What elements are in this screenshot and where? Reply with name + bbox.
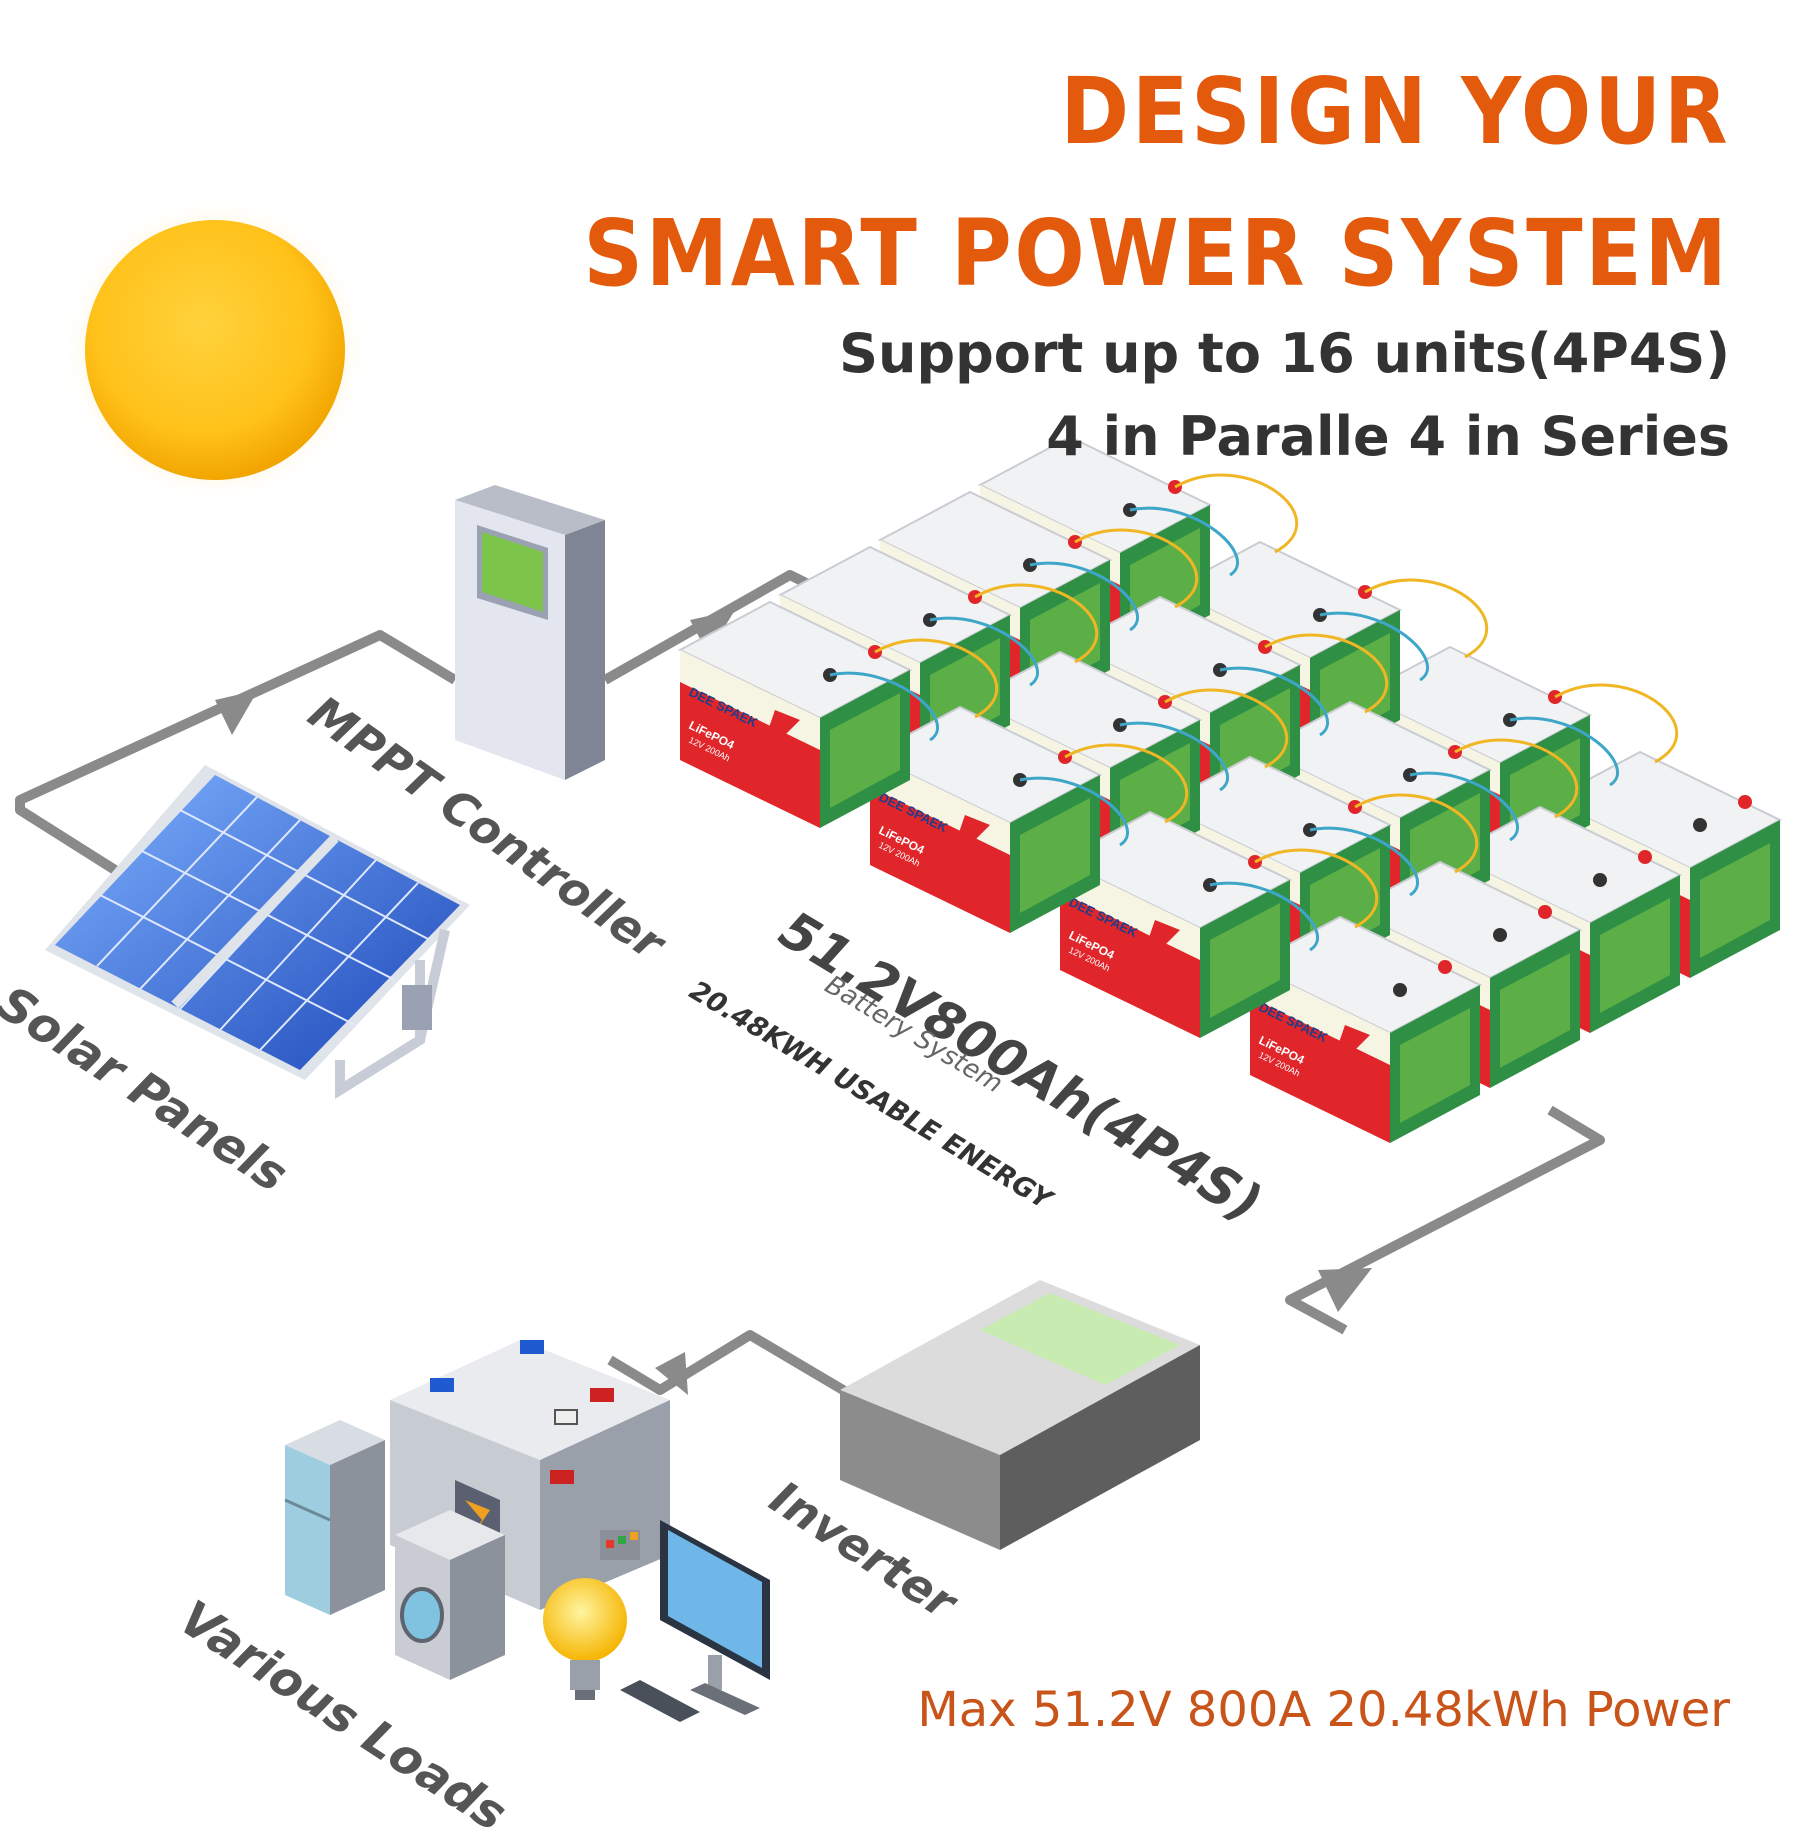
- parallel-cable: [1019, 776, 1129, 847]
- series-cable: [1364, 578, 1489, 659]
- mppt-controller-icon: [455, 485, 605, 780]
- parallel-cable: [929, 616, 1039, 687]
- headline-line-2: SMART POWER SYSTEM: [583, 200, 1730, 307]
- fridge-icon: [284, 1420, 385, 1615]
- series-cable: [874, 638, 999, 719]
- parallel-cable: [1409, 771, 1519, 842]
- light-bulb-icon: [543, 1578, 627, 1700]
- parallel-cable: [1309, 826, 1419, 897]
- arrow-icon: [1318, 1268, 1372, 1312]
- solar-panel-icon: [45, 765, 470, 1100]
- inverter-icon: [840, 1280, 1200, 1550]
- series-cable: [974, 583, 1099, 664]
- parallel-cable: [1319, 611, 1429, 682]
- series-cable: [1354, 793, 1479, 874]
- series-cable: [1164, 688, 1289, 769]
- series-cable: [1254, 848, 1379, 929]
- parallel-cable: [829, 671, 939, 742]
- arrow-icon: [215, 690, 258, 735]
- subtitle-line-1: Support up to 16 units(4P4S): [839, 322, 1730, 385]
- lightning-icon: [764, 710, 800, 775]
- parallel-cable: [1219, 666, 1329, 737]
- parallel-cable: [1119, 721, 1229, 792]
- headline-line-1: DESIGN YOUR: [1060, 58, 1730, 165]
- footer-power-spec: Max 51.2V 800A 20.48kWh Power: [917, 1682, 1730, 1738]
- series-cable: [1554, 683, 1679, 764]
- lightning-icon: [954, 815, 990, 880]
- series-cable: [1064, 743, 1189, 824]
- series-cable: [1174, 473, 1299, 554]
- series-cable: [1264, 633, 1389, 714]
- arrow-icon: [655, 1352, 688, 1395]
- parallel-cable: [1129, 506, 1239, 577]
- sun-icon: [85, 220, 345, 480]
- series-cable: [1074, 528, 1199, 609]
- parallel-cable: [1029, 561, 1139, 632]
- subtitle-line-2: 4 in Paralle 4 in Series: [1046, 405, 1730, 468]
- parallel-cable: [1209, 881, 1319, 952]
- washing-machine-icon: [395, 1510, 505, 1680]
- series-cable: [1454, 738, 1579, 819]
- computer-monitor-icon: [620, 1520, 770, 1722]
- loads-group: [284, 1340, 770, 1722]
- parallel-cable: [1509, 716, 1619, 787]
- lightning-icon: [1334, 1025, 1370, 1090]
- lightning-icon: [1144, 920, 1180, 985]
